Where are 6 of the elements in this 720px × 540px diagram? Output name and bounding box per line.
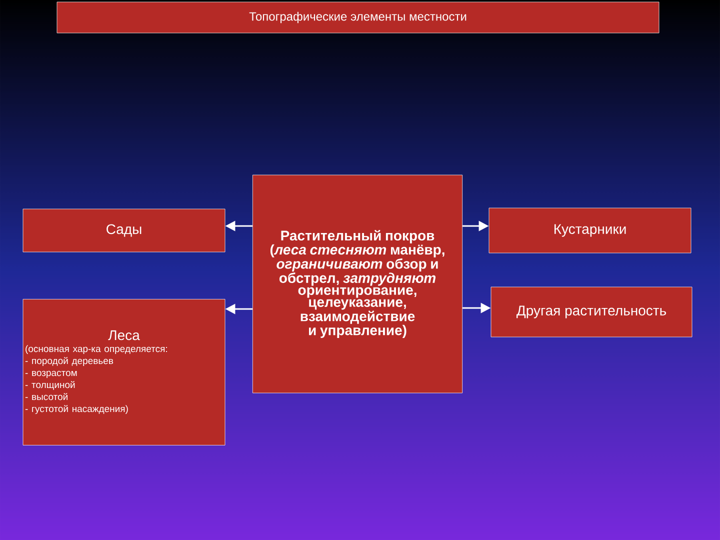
category-box: Сады [22,208,226,252]
title-banner: Топографические элементы местности [56,2,660,34]
category-box: Леса (основная хар-ка определяется: - породой деревьев - возрастом - толщиной - высотой - густотой насаждения) [22,299,226,446]
category-box: Другая растительность [490,286,692,338]
main-box: Растительный покров (леса стесняют манёвр, ограничивают обзор и обстрел, затрудняют ориентирование, целеуказание, взаимодействие и управление) [252,174,463,394]
category-box: Кустарники [488,208,692,254]
